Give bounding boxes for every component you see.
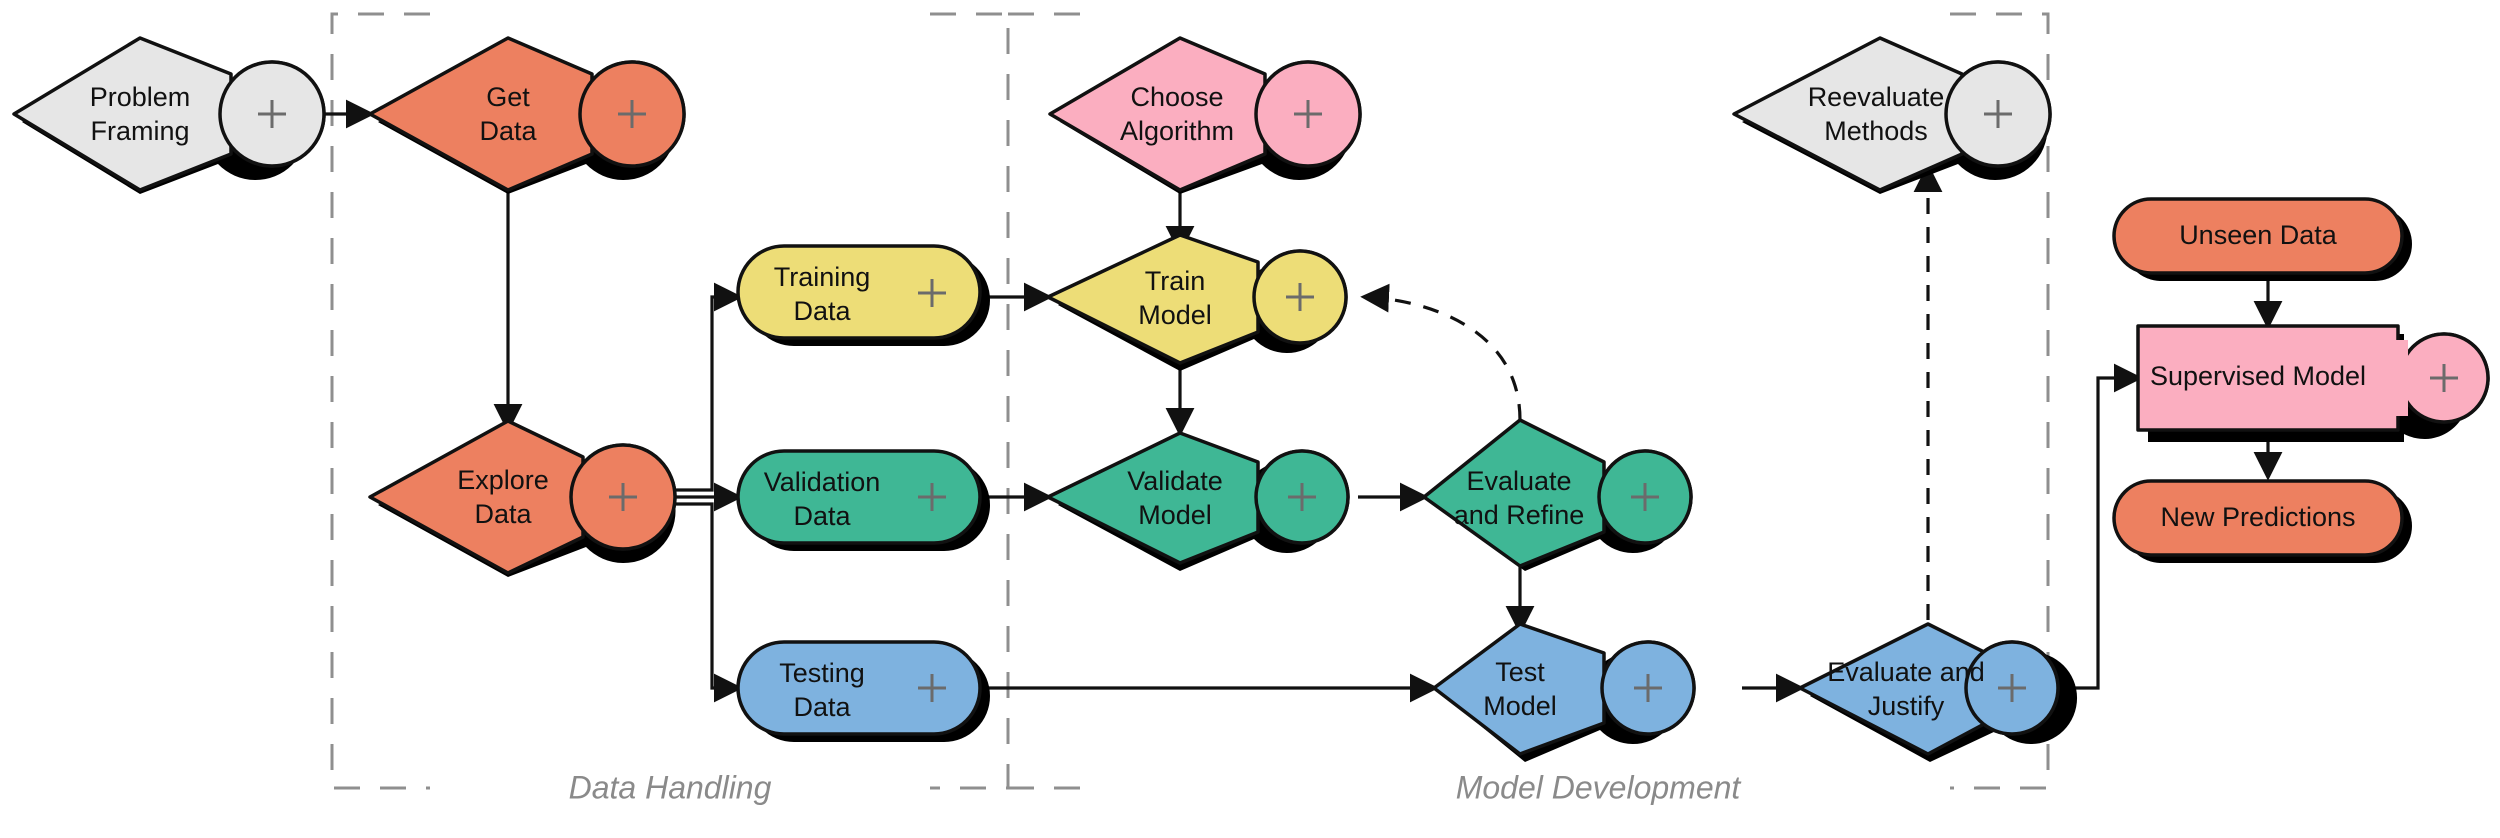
plus-icon[interactable] (1998, 674, 2026, 702)
node-train-model[interactable]: Train Model (1046, 233, 1348, 371)
get-data-label-line1: Get (486, 82, 530, 112)
supervised-model-label: Supervised Model (2150, 361, 2366, 391)
node-supervised-model[interactable]: Supervised Model (2136, 324, 2490, 442)
node-training-data[interactable]: Training Data (736, 244, 990, 346)
group-boundaries (330, 12, 2050, 790)
explore-data-label-line1: Explore (457, 465, 549, 495)
node-new-predictions[interactable]: New Predictions (2112, 479, 2412, 563)
group-label-model-development: Model Development (1456, 769, 1742, 805)
train-model-diamond[interactable] (1046, 233, 1260, 365)
supervised-model-rect[interactable] (2136, 324, 2400, 432)
boundary-data-handling-left (330, 12, 430, 790)
edge-evaluate-justify-to-supervised-model (2060, 363, 2143, 690)
test-model-label-line2: Model (1483, 691, 1557, 721)
node-reevaluate-methods[interactable]: Reevaluate Methods (1732, 36, 2052, 194)
plus-icon[interactable] (918, 483, 946, 511)
choose-algorithm-label-line1: Choose (1130, 82, 1223, 112)
evaluate-refine-label-line1: Evaluate (1466, 466, 1571, 496)
plus-icon[interactable] (609, 483, 637, 511)
problem-framing-label-line1: Problem (90, 82, 191, 112)
reevaluate-methods-label-line2: Methods (1824, 116, 1928, 146)
node-evaluate-justify[interactable]: Evaluate and Justify (1798, 622, 2078, 762)
plus-icon[interactable] (918, 279, 946, 307)
unseen-data-label: Unseen Data (2179, 220, 2338, 250)
validation-data-label-line2: Data (793, 501, 851, 531)
testing-data-label-line2: Data (793, 692, 851, 722)
testing-data-pill[interactable] (736, 640, 982, 736)
edge-evaluate-refine-to-train-model (1360, 283, 1522, 421)
new-predictions-pill[interactable] (2112, 479, 2404, 557)
plus-icon[interactable] (618, 100, 646, 128)
new-predictions-label: New Predictions (2160, 502, 2355, 532)
training-data-label-line2: Data (793, 296, 851, 326)
evaluate-justify-diamond[interactable] (1798, 622, 1988, 756)
edge-explore-data-to-testing-data (675, 502, 743, 703)
evaluate-justify-label-line2: Justify (1868, 691, 1945, 721)
node-test-model[interactable]: Test Model (1432, 622, 1696, 762)
evaluate-justify-label-line1: Evaluate and (1827, 657, 1985, 687)
validation-data-label-line1: Validation (764, 467, 881, 497)
node-choose-algorithm[interactable]: Choose Algorithm (1048, 36, 1362, 194)
plus-icon[interactable] (1294, 100, 1322, 128)
plus-icon[interactable] (1288, 483, 1316, 511)
plus-icon[interactable] (1634, 674, 1662, 702)
problem-framing-diamond[interactable] (12, 36, 233, 192)
train-model-label-line2: Model (1138, 300, 1212, 330)
node-testing-data[interactable]: Testing Data (736, 640, 990, 742)
boundary-data-handling-right (930, 12, 1010, 790)
node-validation-data[interactable]: Validation Data (736, 449, 990, 551)
reevaluate-methods-diamond[interactable] (1732, 36, 1964, 192)
node-unseen-data[interactable]: Unseen Data (2112, 197, 2412, 281)
training-data-label-line1: Training (774, 262, 871, 292)
train-model-label-line1: Train (1145, 266, 1206, 296)
plus-icon[interactable] (1631, 483, 1659, 511)
plus-icon[interactable] (258, 100, 286, 128)
validation-data-pill[interactable] (736, 449, 982, 545)
plus-icon[interactable] (1286, 283, 1314, 311)
edge-explore-data-to-training-data (675, 282, 743, 492)
plus-icon[interactable] (1984, 100, 2012, 128)
node-validate-model[interactable]: Validate Model (1046, 431, 1350, 571)
node-get-data[interactable]: Get Data (368, 36, 686, 194)
boundary-model-dev-right (1950, 12, 2050, 790)
get-data-label-line2: Data (479, 116, 537, 146)
explore-data-label-line2: Data (474, 499, 532, 529)
validate-model-diamond[interactable] (1046, 431, 1260, 565)
evaluate-refine-label-line2: and Refine (1454, 500, 1585, 530)
training-data-pill[interactable] (736, 244, 982, 340)
node-explore-data[interactable]: Explore Data (368, 419, 677, 577)
problem-framing-label-line2: Framing (90, 116, 189, 146)
unseen-data-pill[interactable] (2112, 197, 2404, 275)
connectors (310, 99, 2283, 703)
testing-data-label-line1: Testing (779, 658, 865, 688)
reevaluate-methods-label-line1: Reevaluate (1808, 82, 1945, 112)
explore-data-diamond[interactable] (368, 419, 585, 575)
validate-model-label-line1: Validate (1127, 466, 1223, 496)
choose-algorithm-diamond[interactable] (1048, 36, 1267, 192)
node-evaluate-refine[interactable]: Evaluate and Refine (1422, 418, 1693, 571)
plus-icon[interactable] (2430, 364, 2458, 392)
get-data-diamond[interactable] (368, 36, 594, 192)
supervised-model-joiner (2388, 340, 2408, 416)
node-problem-framing[interactable]: Problem Framing (12, 36, 326, 194)
choose-algorithm-label-line2: Algorithm (1120, 116, 1234, 146)
test-model-label-line1: Test (1495, 657, 1545, 687)
group-label-data-handling: Data Handling (569, 769, 772, 805)
validate-model-label-line2: Model (1138, 500, 1212, 530)
plus-icon[interactable] (918, 674, 946, 702)
